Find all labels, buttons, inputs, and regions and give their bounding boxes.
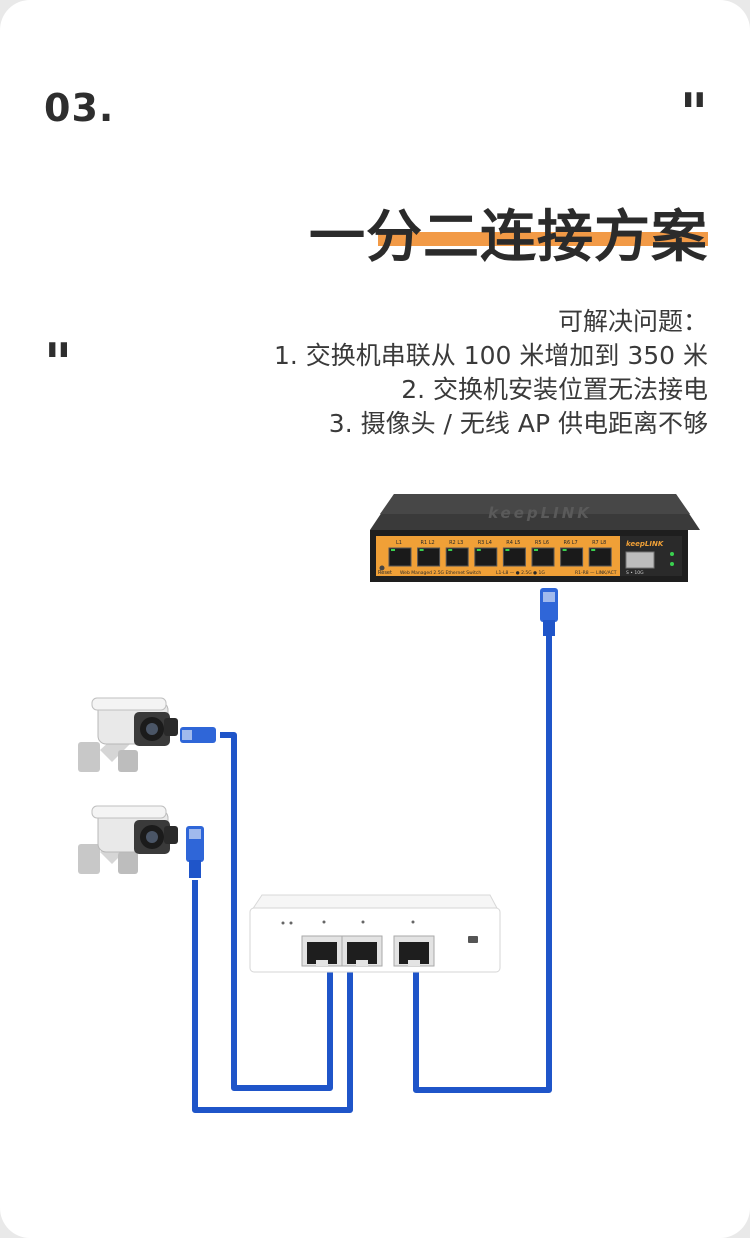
problems-list: 可解决问题： 1. 交换机串联从 100 米增加到 350 米 2. 交换机安装… (274, 305, 708, 441)
switch-port (445, 547, 469, 567)
quote-mark-left: " (44, 331, 73, 395)
problems-heading: 可解决问题： (557, 307, 708, 336)
switch-port-label: R4 L5 (506, 540, 520, 546)
connection-diagram: keepLINK L1 R1 L2 R2 L3 R3 L4 R4 L5 R5 L6 R6 L… (78, 494, 700, 1113)
switch-port-led (476, 549, 481, 551)
switch-port-led (448, 549, 453, 551)
switch-port (388, 547, 412, 567)
switch-port-label: R8 (624, 540, 631, 546)
switch-port-led (534, 549, 538, 551)
title-block: 一分二连接方案 (248, 192, 708, 270)
splitter-port-uplink (393, 935, 435, 967)
cable-switch-to-uplink (413, 632, 552, 1093)
quote-mark-top-right: " (679, 81, 708, 145)
splitter-port-1 (301, 935, 343, 967)
switch-port (474, 547, 498, 567)
switch-speed-label: L1-L8 — ● 2.5G ● 1G (496, 570, 545, 576)
problem-item-3: 3. 摄像头 / 无线 AP 供电距离不够 (328, 409, 708, 438)
page-title: 一分二连接方案 (309, 205, 708, 270)
network-cables (192, 632, 552, 1113)
rj45-plug-camera1 (180, 727, 216, 743)
switch-port-label: R3 L4 (478, 540, 492, 546)
switch-link-label: R1-R8 — LINK/ACT (575, 570, 617, 576)
switch-port-label: R2 L3 (449, 540, 463, 546)
sfp-label: S • 10G (626, 570, 644, 576)
switch-panel-brand: keepLINK (626, 540, 664, 548)
switch-port-label: L1 (396, 540, 402, 546)
switch-port-led (505, 549, 510, 551)
sfp-port (625, 551, 655, 569)
reset-label: Reset (378, 570, 392, 576)
poe-switch: keepLINK L1 R1 L2 R2 L3 R3 L4 R4 L5 R5 L6 R6 L… (370, 494, 700, 582)
switch-port-led (591, 549, 596, 551)
switch-port (417, 547, 441, 567)
switch-model-label: Web Managed 2.5G Ethernet Switch (400, 570, 481, 576)
switch-port-label: R6 L7 (563, 540, 577, 546)
switch-port (560, 547, 584, 567)
switch-port-led (391, 549, 395, 551)
problem-item-1: 1. 交换机串联从 100 米增加到 350 米 (273, 341, 708, 370)
switch-port-label: R1 L2 (420, 540, 434, 546)
switch-port (502, 547, 526, 567)
rj45-plug-switch (540, 588, 558, 636)
cable-camera1-to-splitter (220, 732, 333, 1091)
problem-item-2: 2. 交换机安装位置无法接电 (401, 375, 708, 404)
poe-splitter (249, 894, 501, 973)
camera-1 (78, 697, 178, 772)
switch-port-label: R5 L6 (535, 540, 549, 546)
camera-2 (78, 805, 178, 874)
title-underline (378, 232, 708, 246)
switch-port-led (562, 549, 567, 551)
splitter-port-2 (341, 935, 383, 967)
switch-port-led (419, 549, 424, 551)
switch-top-brand: keepLINK (488, 504, 592, 522)
switch-port (588, 547, 612, 567)
cable-camera2-to-splitter (192, 880, 353, 1113)
switch-port (531, 547, 555, 567)
switch-port-label: R7 L8 (592, 540, 606, 546)
rj45-plug-camera2 (186, 826, 204, 878)
section-number: 03. (44, 86, 115, 130)
